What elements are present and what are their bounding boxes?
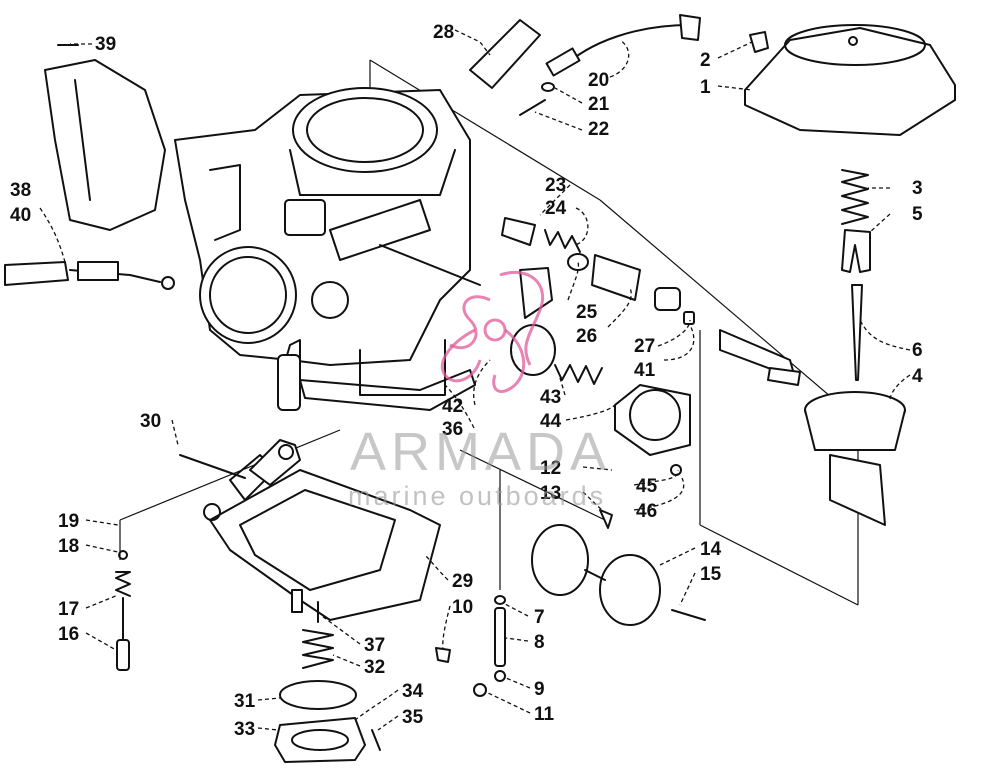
callout-16: 16 [58, 624, 79, 645]
choke-cover [44, 59, 166, 231]
pump-spring [302, 629, 334, 669]
watermark-logo-icon [440, 270, 545, 393]
callout-24: 24 [545, 198, 567, 219]
callout-42: 42 [442, 396, 463, 417]
watermark: ARMADA marine outboards [348, 270, 611, 511]
callout-44: 44 [540, 411, 562, 432]
cable-adjuster [519, 82, 555, 116]
callout-38: 38 [10, 180, 31, 201]
callout-25: 25 [576, 302, 598, 323]
callout-15: 15 [700, 564, 722, 585]
callout-33: 33 [234, 719, 255, 740]
callout-21: 21 [588, 94, 610, 115]
callout-26: 26 [576, 326, 597, 347]
callout-23: 23 [545, 175, 566, 196]
float-post [277, 354, 301, 411]
jet-needle [851, 284, 863, 381]
callout-5: 5 [912, 204, 923, 225]
callout-34: 34 [402, 681, 424, 702]
callout-46: 46 [636, 501, 657, 522]
float-bowl [203, 454, 441, 621]
callout-11: 11 [534, 704, 555, 725]
callout-30: 30 [140, 411, 161, 432]
callout-17: 17 [58, 599, 79, 620]
fuel-fitting [519, 267, 553, 319]
needle-valve [599, 509, 613, 529]
choke-cable [4, 261, 175, 290]
callout-32: 32 [364, 657, 385, 678]
float [531, 524, 661, 626]
top-cover [744, 24, 956, 136]
callout-36: 36 [442, 419, 463, 440]
callout-20: 20 [588, 70, 609, 91]
carburetor-body [174, 87, 481, 396]
callout-45: 45 [636, 476, 658, 497]
emulsion-tube [473, 595, 506, 697]
callout-40: 40 [10, 205, 31, 226]
pilot-screw [115, 550, 131, 671]
leader-lines [39, 29, 911, 731]
callout-28: 28 [433, 22, 454, 43]
callout-6: 6 [912, 340, 923, 361]
drain-plug [435, 647, 451, 663]
callout-14: 14 [700, 539, 722, 560]
plunger-parts [501, 217, 801, 386]
callout-18: 18 [58, 536, 79, 557]
callout-19: 19 [58, 511, 79, 532]
vent-hose [469, 19, 541, 89]
callout-8: 8 [534, 632, 545, 653]
watermark-tagline: marine outboards [348, 481, 606, 511]
screw-45 [670, 464, 682, 476]
throttle-cable [545, 14, 701, 77]
callout-29: 29 [452, 571, 473, 592]
slide-spring [841, 169, 869, 225]
callout-3: 3 [912, 178, 923, 199]
callout-27: 27 [634, 336, 655, 357]
callout-numbers: 39 28 20 21 22 2 1 38 40 23 24 3 5 25 26… [10, 22, 923, 740]
vacuum-slide [804, 391, 906, 526]
pump-diaphragm [510, 324, 691, 456]
callout-13: 13 [540, 483, 561, 504]
callout-41: 41 [634, 360, 656, 381]
pump-screw-35 [371, 729, 381, 751]
callout-35: 35 [402, 707, 424, 728]
callout-4: 4 [912, 366, 923, 387]
callout-43: 43 [540, 387, 561, 408]
callout-10: 10 [452, 597, 473, 618]
callout-37: 37 [364, 635, 385, 656]
callout-9: 9 [534, 679, 545, 700]
callout-39: 39 [95, 34, 116, 55]
callout-2: 2 [700, 50, 711, 71]
float-pin [671, 609, 706, 621]
pump-cover-33 [274, 717, 366, 763]
pump-diaphragm-31 [279, 680, 357, 710]
needle-retainer [841, 229, 871, 273]
callout-22: 22 [588, 119, 609, 140]
body-gasket [299, 369, 476, 411]
float-arm [179, 439, 301, 486]
watermark-brand: ARMADA [350, 422, 611, 482]
callout-1: 1 [700, 77, 711, 98]
callout-7: 7 [534, 607, 545, 628]
callout-31: 31 [234, 691, 256, 712]
cover-screw [749, 31, 769, 53]
callout-12: 12 [540, 458, 561, 479]
